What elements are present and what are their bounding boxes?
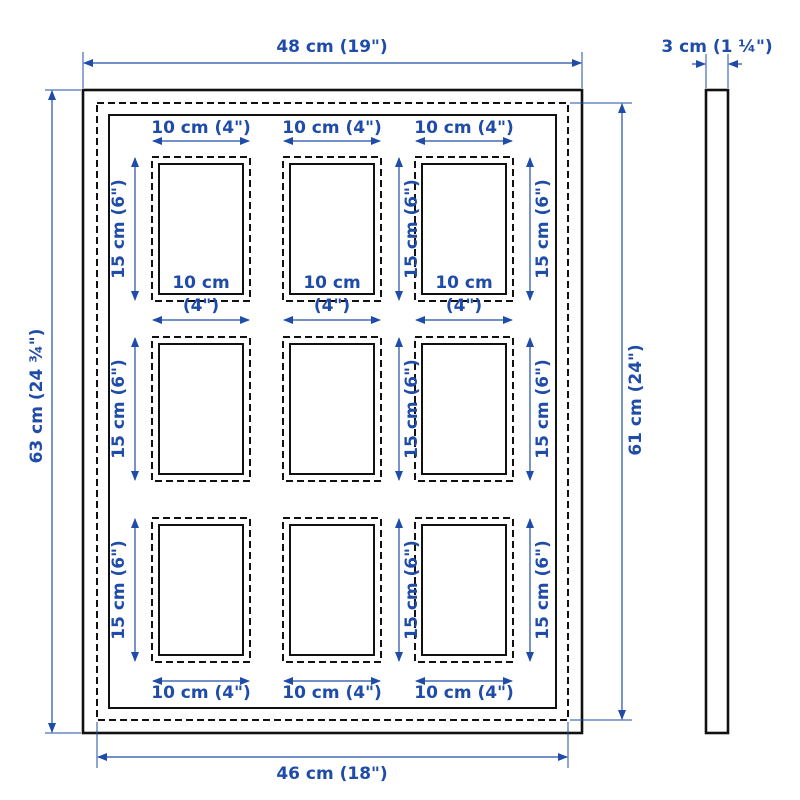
inner-width-label: 46 cm (18") <box>276 764 387 784</box>
mat-board-edge <box>108 114 557 709</box>
frame-outer-edge <box>81 88 584 735</box>
opening-inner-window <box>289 343 375 475</box>
opening-dashed-outline <box>151 156 251 302</box>
opening-dashed-outline <box>414 336 514 482</box>
frame-inner-dashed-edge <box>96 102 569 721</box>
opening-width-label-line1: 10 cm <box>172 273 229 293</box>
opening-width-label-line1: 10 cm <box>435 273 492 293</box>
opening-height-label: 15 cm (6") <box>533 540 553 640</box>
opening-width-label-line2: (4") <box>314 296 350 316</box>
opening-inner-window <box>289 163 375 295</box>
opening-width-label: 10 cm (4") <box>414 683 514 703</box>
opening-dashed-outline <box>282 336 382 482</box>
opening-width-label: 10 cm (4") <box>151 683 251 703</box>
opening-width-label-line2: (4") <box>183 296 219 316</box>
photo-opening <box>282 156 382 302</box>
depth-label: 3 cm (1 ¼") <box>661 37 772 57</box>
opening-height-label: 15 cm (6") <box>402 359 422 459</box>
opening-width-label-line1: 10 cm <box>303 273 360 293</box>
opening-inner-window <box>158 163 244 295</box>
opening-inner-window <box>421 524 507 656</box>
opening-height-label: 15 cm (6") <box>402 179 422 279</box>
photo-opening <box>282 336 382 482</box>
opening-inner-window <box>289 524 375 656</box>
opening-inner-window <box>158 524 244 656</box>
frame-front-view <box>81 88 584 735</box>
photo-opening <box>151 336 251 482</box>
opening-width-label: 10 cm (4") <box>151 118 251 138</box>
opening-dashed-outline <box>282 517 382 663</box>
photo-opening <box>414 517 514 663</box>
opening-dashed-outline <box>151 517 251 663</box>
opening-inner-window <box>421 163 507 295</box>
opening-dashed-outline <box>151 336 251 482</box>
opening-dimensions: 10 cm (4") 10 cm (4") 10 cm (4") 10 cm (4") 1… <box>109 118 553 703</box>
photo-opening <box>282 517 382 663</box>
opening-inner-window <box>158 343 244 475</box>
opening-height-label: 15 cm (6") <box>109 359 129 459</box>
opening-height-label: 15 cm (6") <box>402 540 422 640</box>
inner-height-label: 61 cm (24") <box>626 344 646 455</box>
overall-dimensions: 48 cm (19") 63 cm (24 ¾") 46 cm (18") 61… <box>27 37 773 784</box>
photo-openings <box>151 156 514 663</box>
opening-height-label: 15 cm (6") <box>533 179 553 279</box>
frame-side-view <box>704 88 730 735</box>
opening-dashed-outline <box>282 156 382 302</box>
photo-opening <box>151 517 251 663</box>
opening-width-label: 10 cm (4") <box>282 118 382 138</box>
opening-width-label: 10 cm (4") <box>414 118 514 138</box>
opening-inner-window <box>421 343 507 475</box>
photo-opening <box>414 156 514 302</box>
opening-height-label: 15 cm (6") <box>109 540 129 640</box>
opening-height-label: 15 cm (6") <box>533 359 553 459</box>
opening-dashed-outline <box>414 156 514 302</box>
opening-height-label: 15 cm (6") <box>109 179 129 279</box>
opening-dashed-outline <box>414 517 514 663</box>
opening-width-label-line2: (4") <box>446 296 482 316</box>
overall-height-label: 63 cm (24 ¾") <box>27 329 47 464</box>
overall-width-label: 48 cm (19") <box>276 37 387 57</box>
photo-opening <box>414 336 514 482</box>
opening-width-label: 10 cm (4") <box>282 683 382 703</box>
photo-opening <box>151 156 251 302</box>
